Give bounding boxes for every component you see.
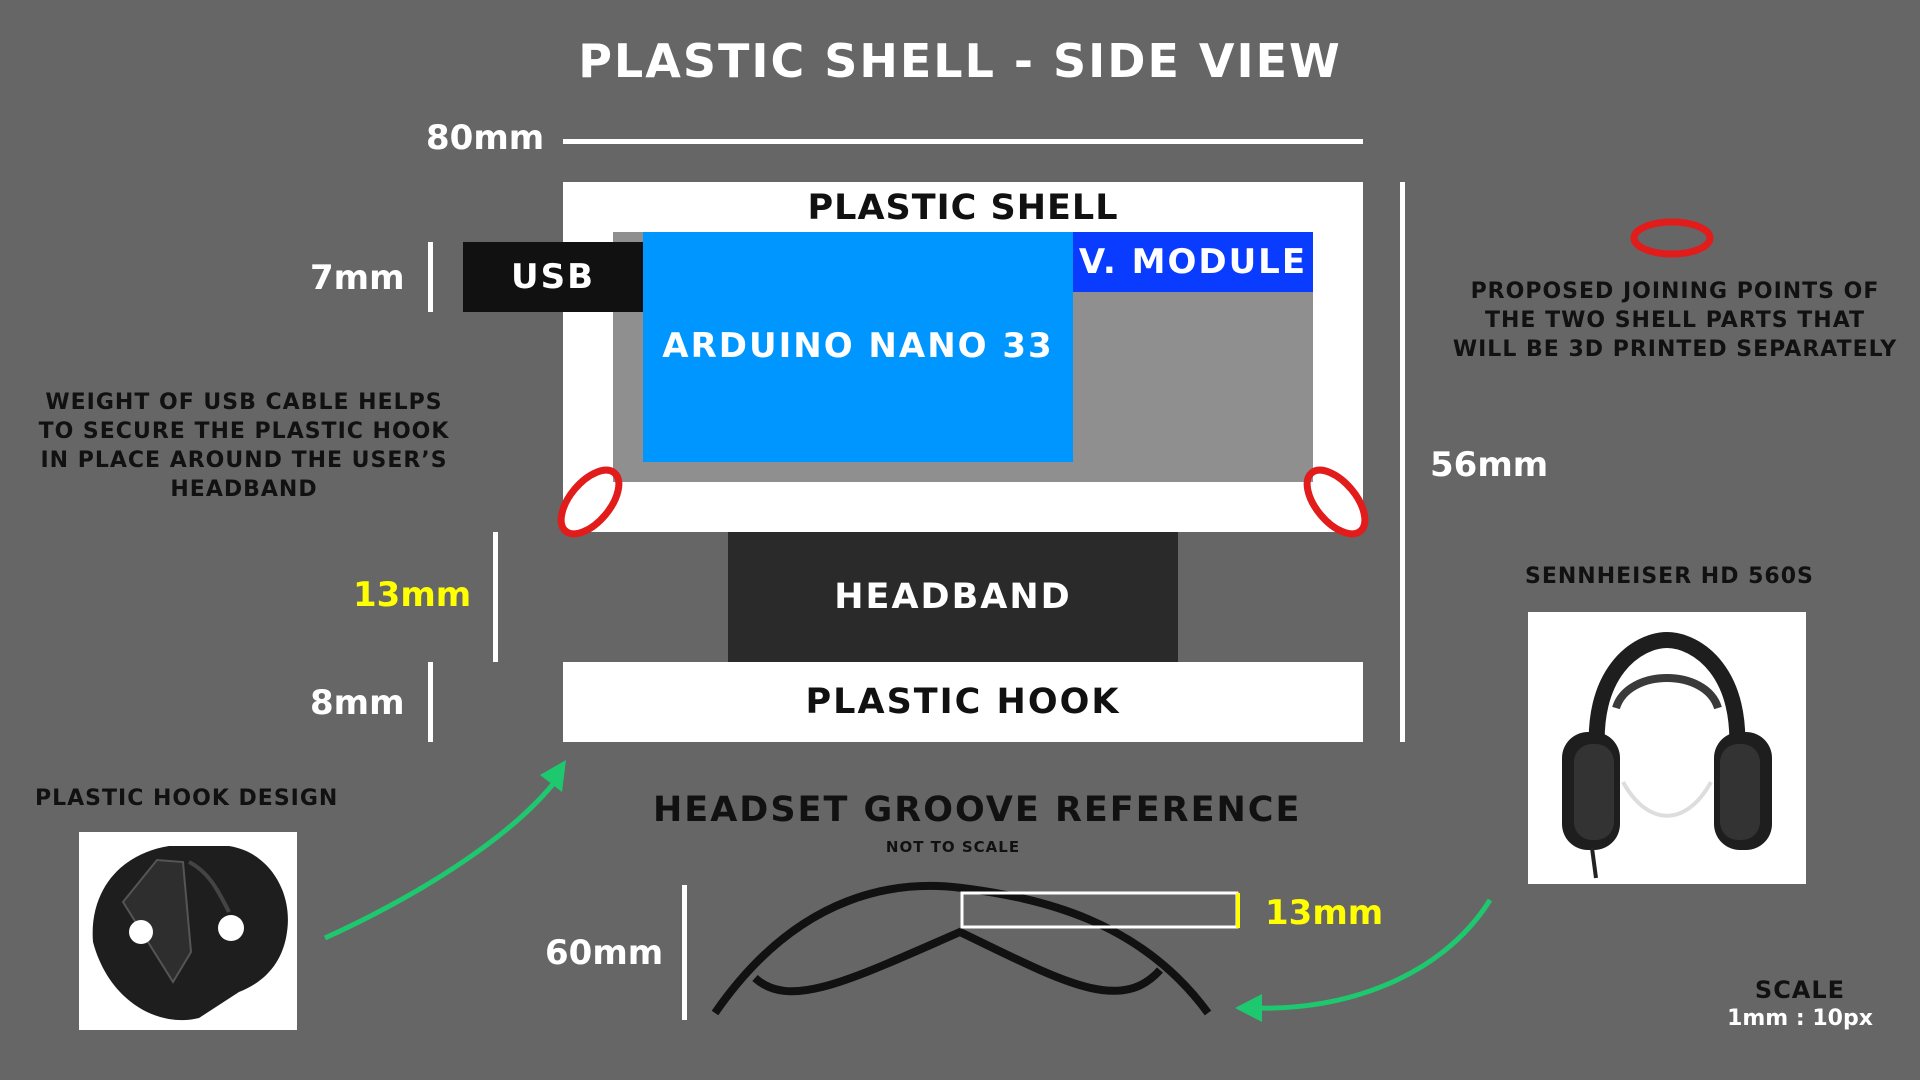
scale-value: 1mm : 10px bbox=[1727, 1006, 1873, 1031]
hook-design-photo bbox=[79, 832, 297, 1030]
groove-inner-curve bbox=[752, 927, 1163, 996]
groove-width-label: 13mm bbox=[1265, 893, 1384, 933]
width-dimension-label: 80mm bbox=[426, 118, 545, 158]
arduino-board: ARDUINO NANO 33 bbox=[643, 232, 1073, 462]
usb-note-line: TO SECURE THE PLASTIC HOOK bbox=[38, 419, 450, 444]
usb-note-line: HEADBAND bbox=[170, 477, 318, 502]
joining-note-line: THE TWO SHELL PARTS THAT bbox=[1484, 308, 1866, 333]
headphones-photo bbox=[1528, 612, 1806, 884]
v-module-label: V. MODULE bbox=[1078, 242, 1308, 282]
joint-marker-left bbox=[557, 466, 623, 538]
hook-arrow-head bbox=[540, 760, 566, 792]
headphones-icon bbox=[1562, 631, 1772, 879]
hook-dimension-label: 8mm bbox=[310, 683, 405, 723]
joint-marker-right bbox=[1303, 466, 1369, 538]
hook-dimension-line bbox=[428, 662, 433, 742]
groove-height-line bbox=[682, 885, 687, 1020]
scale-label: SCALE bbox=[1754, 976, 1846, 1004]
headband: HEADBAND bbox=[728, 532, 1178, 662]
width-dimension-line bbox=[563, 139, 1363, 144]
groove-reference-subtitle: NOT TO SCALE bbox=[885, 838, 1021, 856]
hook-arrow-line bbox=[323, 773, 563, 941]
joint-legend-marker bbox=[1630, 218, 1714, 258]
usb-dimension-line bbox=[428, 242, 433, 312]
groove-reference-title: HEADSET GROOVE REFERENCE bbox=[653, 790, 1302, 830]
height-dimension-line bbox=[1400, 182, 1405, 742]
usb-dimension-label: 7mm bbox=[310, 258, 405, 298]
joining-note-line: WILL BE 3D PRINTED SEPARATELY bbox=[1452, 337, 1898, 362]
usb-weight-note: WEIGHT OF USB CABLE HELPS TO SECURE THE … bbox=[14, 388, 474, 504]
headphones-arrow-line bbox=[1259, 898, 1493, 1011]
arduino-label: ARDUINO NANO 33 bbox=[662, 326, 1054, 366]
groove-outer-curve bbox=[711, 881, 1212, 1016]
usb-label: USB bbox=[510, 257, 595, 297]
height-dimension-label: 56mm bbox=[1430, 445, 1549, 485]
headphones-reference-label: SENNHEISER HD 560S bbox=[1525, 564, 1814, 589]
hook-design-icon bbox=[92, 846, 288, 1021]
joining-points-note: PROPOSED JOINING POINTS OF THE TWO SHELL… bbox=[1430, 277, 1920, 364]
plastic-shell-label: PLASTIC SHELL bbox=[807, 188, 1119, 228]
v-module: V. MODULE bbox=[1073, 232, 1313, 292]
usb-note-line: WEIGHT OF USB CABLE HELPS bbox=[45, 390, 443, 415]
diagram-title: PLASTIC SHELL - SIDE VIEW bbox=[578, 34, 1342, 88]
hook-design-reference-label: PLASTIC HOOK DESIGN bbox=[35, 786, 339, 811]
joining-note-line: PROPOSED JOINING POINTS OF bbox=[1470, 279, 1880, 304]
headband-label: HEADBAND bbox=[834, 577, 1072, 617]
headphones-arrow-head bbox=[1235, 994, 1262, 1022]
plastic-hook: PLASTIC HOOK bbox=[563, 662, 1363, 742]
headband-dimension-line bbox=[493, 532, 498, 662]
usb-connector: USB bbox=[463, 242, 643, 312]
headband-dimension-label: 13mm bbox=[353, 575, 472, 615]
plastic-hook-label: PLASTIC HOOK bbox=[805, 682, 1121, 722]
usb-note-line: IN PLACE AROUND THE USER’S bbox=[40, 448, 448, 473]
groove-height-label: 60mm bbox=[545, 933, 664, 973]
